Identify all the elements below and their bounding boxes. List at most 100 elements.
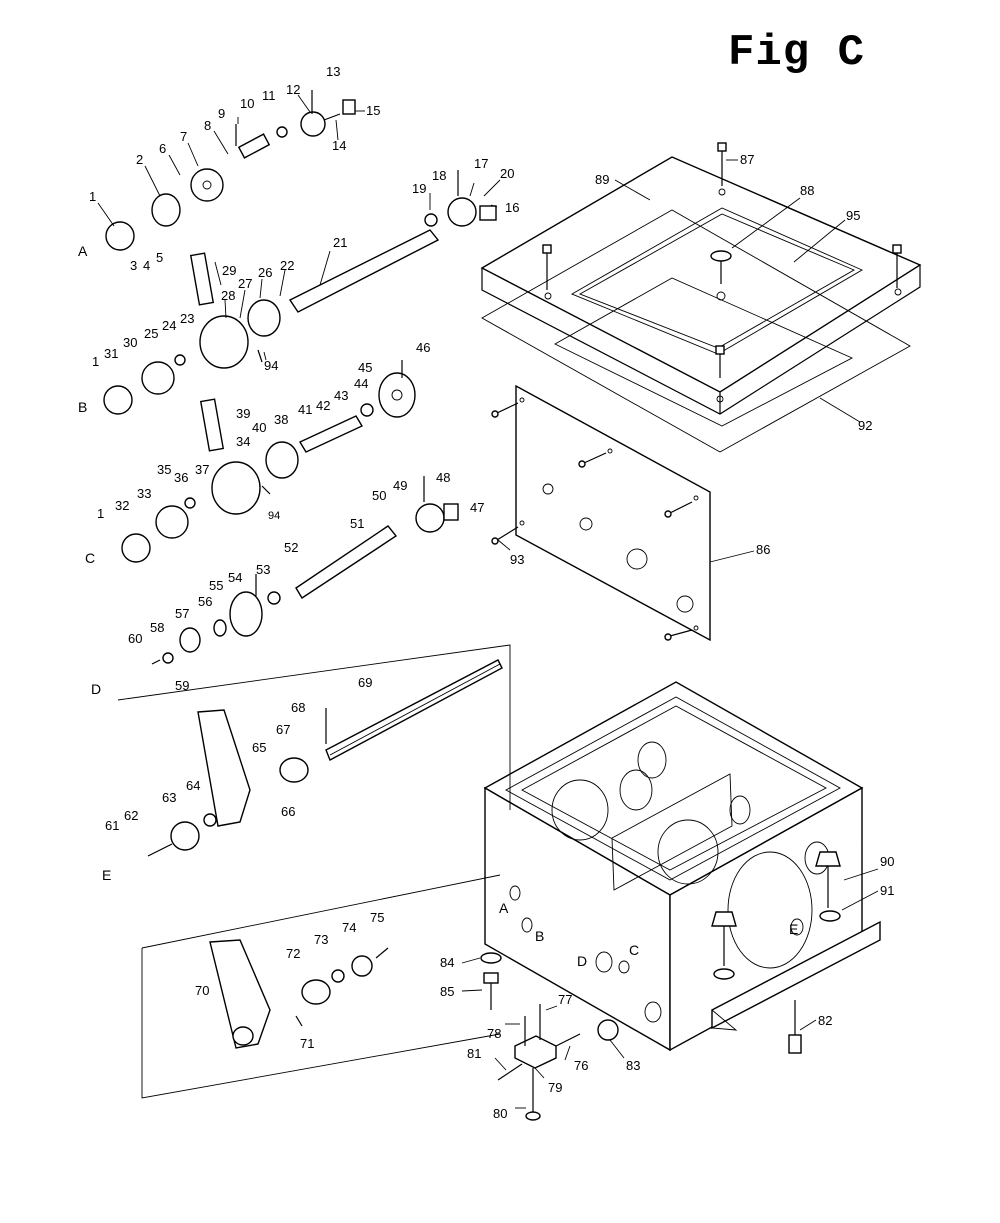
callout: 1 [97,506,104,521]
callout: 88 [800,183,814,198]
callout: 24 [162,318,176,333]
callout: 85 [440,984,454,999]
callout: 92 [858,418,872,433]
callout: 93 [510,552,524,567]
callout: 60 [128,631,142,646]
callout: 44 [354,376,368,391]
shaft-41 [298,360,416,453]
callout: 65 [252,740,266,755]
callout: 67 [276,722,290,737]
callout: 13 [326,64,340,79]
callout: 11 [262,88,276,103]
callout: 6 [159,141,166,156]
callout: 94 [268,510,280,522]
callout: 48 [436,470,450,485]
callout: 57 [175,606,189,621]
callout: 46 [416,340,430,355]
top-cover-plate [480,156,922,415]
face-label-d: D [577,953,587,969]
callout: 78 [487,1026,501,1041]
callout: 15 [366,103,380,118]
callout: 77 [558,992,572,1007]
mounting-bolts [480,851,841,1010]
callout: 61 [105,818,119,833]
lower-frame-assembly [141,874,501,1099]
callout: 63 [162,790,176,805]
callout: 17 [474,156,488,171]
callout: 36 [174,470,188,485]
callout: 89 [595,172,609,187]
group-label-e: E [102,867,111,883]
base-rail [711,920,881,1054]
callout: 70 [195,983,209,998]
group-label-a: A [78,243,88,259]
callout: 68 [291,700,305,715]
lower-block-assembly [497,1004,619,1121]
callout: 1 [92,354,99,369]
callout: 4 [143,258,150,273]
callout: 27 [238,276,252,291]
callout: 49 [393,478,407,493]
assembly-a [105,90,356,251]
callout: 12 [286,82,300,97]
callout: 80 [493,1106,507,1121]
callout: 95 [846,208,860,223]
callout: 50 [372,488,386,503]
callout: 54 [228,570,242,585]
callout: 10 [240,96,254,111]
leader-lines [97,94,879,1109]
side-panel [515,384,711,642]
assembly-d [151,574,281,665]
callout: 35 [157,462,171,477]
callout: 16 [505,200,519,215]
callout: 19 [412,181,426,196]
callout: 55 [209,578,223,593]
callout: 43 [334,388,348,403]
callout: 71 [300,1036,314,1051]
callout: 94 [264,358,278,373]
callout: 3 [130,258,137,273]
callout: 40 [252,420,266,435]
callout: 72 [286,946,300,961]
gearbox-housing [483,681,864,1052]
assembly-e-frame [117,644,511,857]
face-label-a: A [499,900,509,916]
callout: 53 [256,562,270,577]
callout: 52 [284,540,298,555]
callout: 45 [358,360,372,375]
callout: 47 [470,500,484,515]
callout: 90 [880,854,894,869]
callout: 84 [440,955,454,970]
callout: 5 [156,250,163,265]
callout: 37 [195,462,209,477]
shaft-51 [295,476,459,599]
callout: 25 [144,326,158,341]
callout: 58 [150,620,164,635]
callout: 79 [548,1080,562,1095]
figure-title: Fig C [728,28,866,78]
callout: 51 [350,516,364,531]
callout: 73 [314,932,328,947]
callout: 76 [574,1058,588,1073]
callout: 69 [358,675,372,690]
callout: 91 [880,883,894,898]
callout: 7 [180,129,187,144]
callout: 66 [281,804,295,819]
callout: 42 [316,398,330,413]
callout: 59 [175,678,189,693]
plate-screws [542,142,902,378]
callout: 75 [370,910,384,925]
callout: 30 [123,335,137,350]
shaft-21 [288,170,497,313]
callout: 74 [342,920,356,935]
face-label-c: C [629,942,639,958]
callout: 29 [222,263,236,278]
group-label-d: D [91,681,101,697]
callout: 18 [432,168,446,183]
group-label-c: C [85,550,95,566]
callout: 21 [333,235,347,250]
callout: 62 [124,808,138,823]
group-label-b: B [78,399,87,415]
